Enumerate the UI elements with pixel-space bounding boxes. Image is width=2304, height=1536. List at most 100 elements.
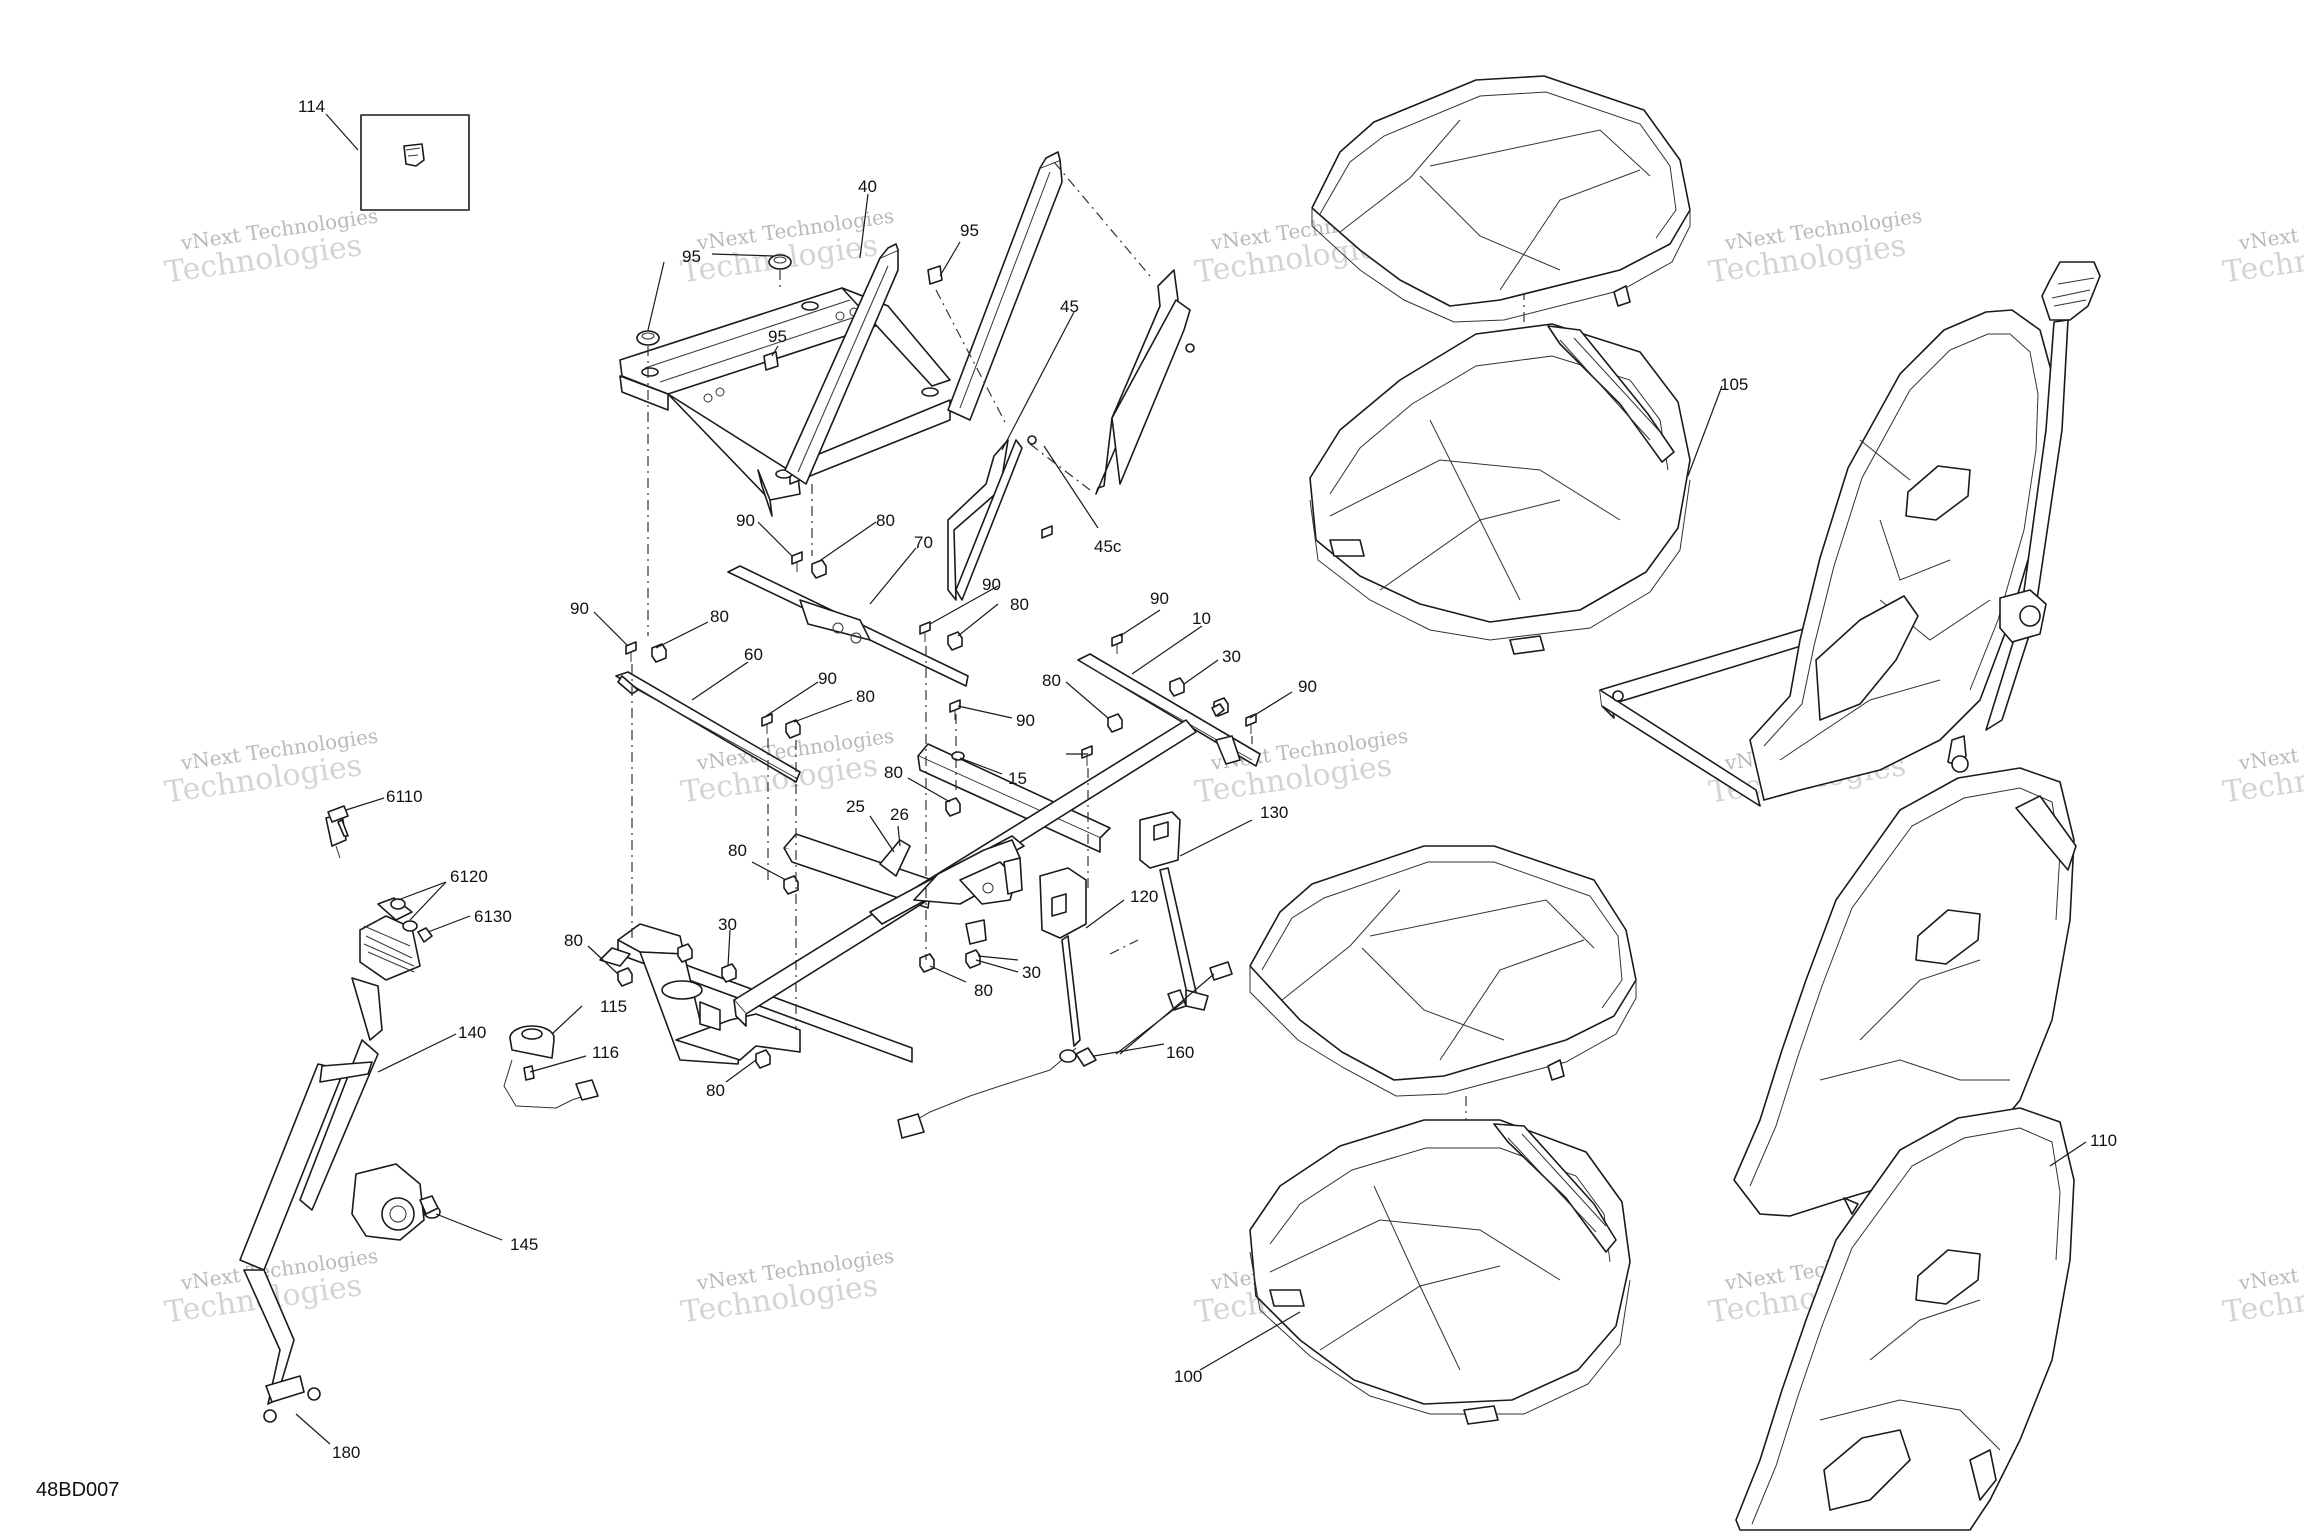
callout-80[interactable]: 80: [710, 607, 729, 626]
seat-belt-retractor-140[interactable]: [239, 813, 425, 1423]
nut-6130[interactable]: [417, 927, 433, 943]
seat-frame-upper[interactable]: [619, 287, 951, 517]
nut-80[interactable]: [811, 559, 827, 579]
callout-160[interactable]: 160: [1166, 1043, 1194, 1062]
callout-115[interactable]: 115: [600, 997, 627, 1016]
callout-80[interactable]: 80: [564, 931, 583, 950]
callout-25[interactable]: 25: [846, 797, 865, 816]
bolt-90[interactable]: [1111, 633, 1123, 654]
callout-120[interactable]: 120: [1130, 887, 1158, 906]
callout-30[interactable]: 30: [1022, 963, 1041, 982]
callout-90[interactable]: 90: [736, 511, 755, 530]
callout-80[interactable]: 80: [856, 687, 875, 706]
callout-90[interactable]: 90: [982, 575, 1001, 594]
nut-80[interactable]: [783, 875, 799, 895]
seat-back-support-40[interactable]: [784, 243, 899, 485]
callout-6110[interactable]: 6110: [386, 787, 423, 806]
callout-114[interactable]: 114: [298, 97, 325, 116]
callout-90[interactable]: 90: [1150, 589, 1169, 608]
seat-back-support-upper[interactable]: [947, 151, 1063, 421]
stud-160[interactable]: [1075, 961, 1233, 1067]
bolt-90[interactable]: [761, 713, 773, 734]
nut-30[interactable]: [1211, 703, 1225, 717]
nut-80[interactable]: [785, 719, 801, 739]
grommet-95[interactable]: [927, 265, 943, 285]
callout-80[interactable]: 80: [706, 1081, 725, 1100]
seat-belt-buckle-130[interactable]: [1139, 811, 1209, 1011]
callout-80[interactable]: 80: [1042, 671, 1061, 690]
connector-116[interactable]: [523, 1065, 535, 1081]
callout-90[interactable]: 90: [1016, 711, 1035, 730]
callout-30[interactable]: 30: [1222, 647, 1241, 666]
callout-15[interactable]: 15: [1008, 769, 1027, 788]
nut-80[interactable]: [651, 643, 667, 663]
callout-30[interactable]: 30: [718, 915, 737, 934]
callout-45[interactable]: 45: [1060, 297, 1079, 316]
nut-80[interactable]: [617, 967, 633, 987]
seat-assembly-complete[interactable]: [1599, 261, 2101, 807]
bolt-90[interactable]: [1041, 525, 1053, 539]
bolt-90[interactable]: [1245, 713, 1257, 734]
callout-70[interactable]: 70: [914, 533, 933, 552]
seat-rail-10[interactable]: [1077, 653, 1261, 767]
seat-cushion-100[interactable]: [1249, 1119, 1631, 1425]
callout-105[interactable]: 105: [1720, 375, 1748, 394]
nut-80[interactable]: [1107, 713, 1123, 733]
callout-6120[interactable]: 6120: [450, 867, 488, 886]
callout-80[interactable]: 80: [876, 511, 895, 530]
bracket-45[interactable]: [947, 269, 1195, 601]
callout-80[interactable]: 80: [974, 981, 993, 1000]
bolt-90[interactable]: [625, 641, 637, 662]
callout-95[interactable]: 95: [682, 247, 701, 266]
callout-95[interactable]: 95: [960, 221, 979, 240]
seat-rail-60[interactable]: [615, 671, 801, 783]
seat-assembly-110[interactable]: [1735, 1107, 2075, 1531]
callout-45c[interactable]: 45c: [1094, 537, 1122, 556]
callout-80[interactable]: 80: [884, 763, 903, 782]
seat-rail-70[interactable]: [727, 565, 969, 687]
nut-80[interactable]: [755, 1049, 771, 1069]
seat-belt-buckle-120[interactable]: [897, 867, 1087, 1139]
nut-30[interactable]: [965, 949, 981, 969]
callout-60[interactable]: 60: [744, 645, 763, 664]
grommet-95[interactable]: [763, 351, 779, 371]
callout-80[interactable]: 80: [728, 841, 747, 860]
nut-80[interactable]: [945, 797, 961, 817]
grommet-95[interactable]: [636, 330, 660, 346]
bolt-90[interactable]: [791, 551, 803, 572]
callout-140[interactable]: 140: [458, 1023, 486, 1042]
bolt-6110[interactable]: [327, 805, 349, 837]
buzzer-115[interactable]: [503, 1025, 599, 1109]
seat-backrest-cushion-lower[interactable]: [1249, 845, 1637, 1097]
grommet-95[interactable]: [768, 254, 792, 270]
seat-base-frame[interactable]: [599, 719, 1197, 1065]
callout-110[interactable]: 110: [2090, 1131, 2117, 1150]
nut-80[interactable]: [919, 953, 935, 973]
nut-80[interactable]: [947, 631, 963, 651]
nut-30[interactable]: [721, 963, 737, 983]
callout-90[interactable]: 90: [570, 599, 589, 618]
callout-130[interactable]: 130: [1260, 803, 1288, 822]
seat-cushion-105[interactable]: [1309, 323, 1691, 655]
callout-90[interactable]: 90: [1298, 677, 1317, 696]
nut-30[interactable]: [1169, 677, 1185, 697]
bolt-90[interactable]: [949, 699, 961, 720]
callout-40[interactable]: 40: [858, 177, 877, 196]
part-114-inset[interactable]: [360, 114, 470, 211]
callout-180[interactable]: 180: [332, 1443, 360, 1462]
callout-6130[interactable]: 6130: [474, 907, 512, 926]
callout-10[interactable]: 10: [1192, 609, 1211, 628]
callout-90[interactable]: 90: [818, 669, 837, 688]
bolt-90[interactable]: [919, 621, 931, 642]
washer-6120[interactable]: [390, 898, 418, 932]
callout-145[interactable]: 145: [510, 1235, 538, 1254]
washer-145[interactable]: [419, 1195, 441, 1219]
callout-80[interactable]: 80: [1010, 595, 1029, 614]
seat-backrest-cushion[interactable]: [1311, 75, 1691, 323]
seat-shell[interactable]: [1733, 767, 2077, 1217]
callout-95[interactable]: 95: [768, 327, 787, 346]
callout-116[interactable]: 116: [592, 1043, 619, 1062]
callout-26[interactable]: 26: [890, 805, 909, 824]
nut-30[interactable]: [677, 943, 693, 963]
callout-100[interactable]: 100: [1174, 1367, 1202, 1386]
